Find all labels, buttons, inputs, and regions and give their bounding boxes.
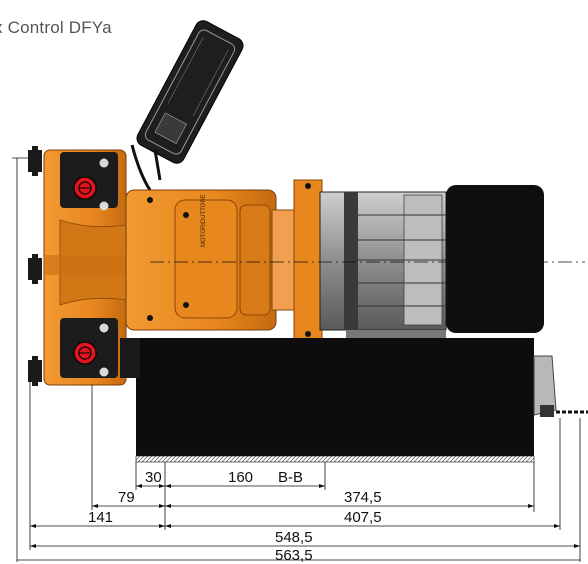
control-cable [130, 144, 162, 191]
dim-374-5: 374,5 [344, 489, 382, 506]
dimension-lines [16, 380, 581, 562]
dimension-ticks [30, 484, 580, 548]
dim-160: 160 [228, 469, 253, 486]
dim-141: 141 [88, 509, 113, 526]
dim-563-5: 563,5 [275, 547, 313, 564]
electric-motor [319, 185, 544, 342]
drawing-title: x Control DFYa [0, 18, 112, 37]
baseplate [120, 338, 535, 463]
left-flange-bolts [28, 146, 42, 386]
motor-cable-gland [533, 355, 588, 417]
dim-79: 79 [118, 489, 135, 506]
dim-548-5: 548,5 [275, 529, 313, 546]
dim-407-5: 407,5 [344, 509, 382, 526]
dim-30: 30 [145, 469, 162, 486]
gearbox-brand-badge: MOTORIDUTTORE [201, 194, 207, 247]
gearbox [125, 179, 323, 341]
section-label: B-B [278, 469, 303, 486]
suction-port [73, 176, 97, 200]
discharge-port [73, 341, 97, 365]
control-box [136, 20, 244, 164]
